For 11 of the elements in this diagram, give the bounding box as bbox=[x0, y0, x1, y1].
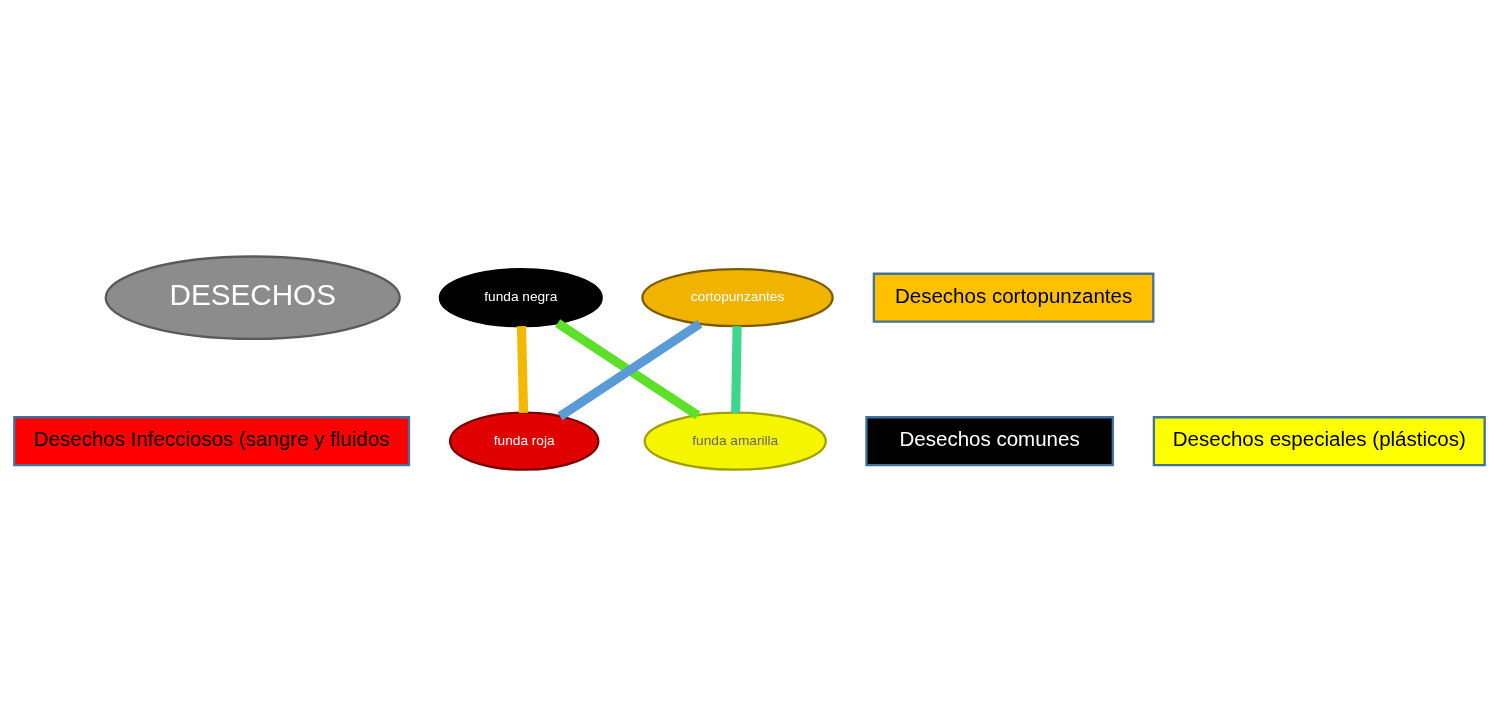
node-ellipse: funda negra bbox=[438, 268, 603, 328]
node-box: Desechos cortopunzantes bbox=[872, 272, 1155, 323]
node-box: Desechos Infecciosos (sangre y fluidos bbox=[13, 416, 411, 467]
connector bbox=[731, 326, 742, 413]
node-ellipse: funda amarilla bbox=[643, 411, 827, 471]
node-box: Desechos especiales (plásticos) bbox=[1152, 416, 1486, 467]
node-ellipse: DESECHOS bbox=[104, 255, 401, 341]
node-ellipse: cortopunzantes bbox=[641, 268, 834, 328]
node-ellipse: funda roja bbox=[448, 411, 600, 471]
node-box: Desechos comunes bbox=[865, 416, 1114, 467]
connector bbox=[516, 325, 529, 414]
